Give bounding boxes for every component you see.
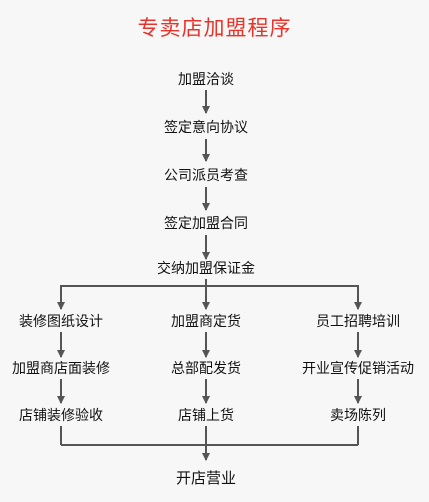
right-step-2: 开业宣传促销活动 <box>300 360 416 378</box>
left-step-3: 店铺装修验收 <box>17 407 105 425</box>
middle-step-1: 加盟商定货 <box>169 313 243 331</box>
left-step-1: 装修图纸设计 <box>17 313 105 331</box>
right-step-1: 员工招聘培训 <box>314 313 402 331</box>
step-inspection: 公司派员考查 <box>162 167 250 185</box>
step-deposit: 交纳加盟保证金 <box>155 260 257 278</box>
right-step-3: 卖场陈列 <box>328 407 388 425</box>
step-contract: 签定加盟合同 <box>162 215 250 233</box>
step-negotiation: 加盟洽谈 <box>176 71 236 89</box>
middle-step-3: 店铺上货 <box>176 407 236 425</box>
step-intent-agreement: 签定意向协议 <box>162 119 250 137</box>
middle-step-2: 总部配发货 <box>169 360 243 378</box>
step-open-store: 开店营业 <box>173 469 239 487</box>
left-step-2: 加盟商店面装修 <box>10 360 112 378</box>
page-title: 专卖店加盟程序 <box>137 16 292 40</box>
